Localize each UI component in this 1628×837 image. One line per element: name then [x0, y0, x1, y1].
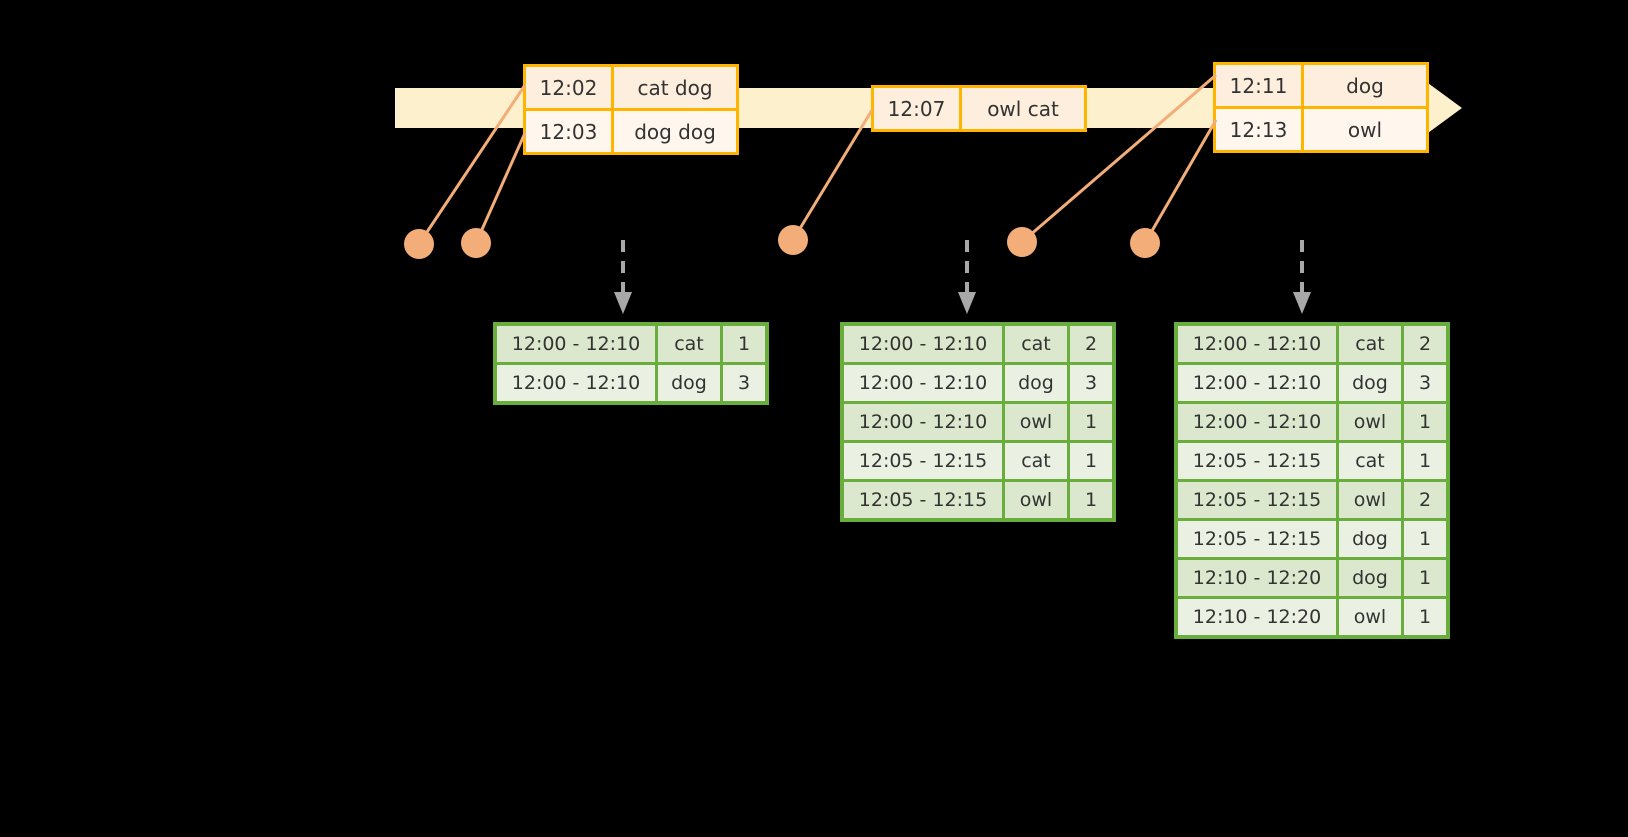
cell-key-value: owl: [1339, 599, 1401, 635]
connector-line-3: [791, 109, 874, 241]
cell-count-value: 1: [1404, 443, 1446, 479]
cell-window-value: 12:00 - 12:10: [1178, 404, 1336, 440]
cell-window-value: 12:00 - 12:10: [844, 365, 1002, 401]
event-words: cat dog: [637, 75, 713, 100]
cell-window-value: 12:05 - 12:15: [1178, 482, 1336, 518]
cell-window-value: 12:00 - 12:10: [1178, 326, 1336, 362]
cell-key-value: dog: [1339, 521, 1401, 557]
cell-key-value: owl: [1339, 404, 1401, 440]
cell-count-value: 2: [1070, 326, 1112, 362]
cell-window-value: 12:05 - 12:15: [844, 443, 1002, 479]
cell-count-value: 1: [723, 326, 765, 362]
cell-key-value: owl: [1005, 404, 1067, 440]
cell-count-value: 3: [1404, 365, 1446, 401]
cell-window-value: 12:00 - 12:10: [844, 326, 1002, 362]
cell-count-value: 2: [1404, 482, 1446, 518]
cell-count-value: 2: [1404, 326, 1446, 362]
cell-window-value: 12:10 - 12:20: [1178, 560, 1336, 596]
cell-count-value: 1: [1404, 404, 1446, 440]
event-marker-4[interactable]: [1007, 227, 1037, 257]
event-time: 12:02: [526, 67, 614, 108]
event-time: 12:03: [526, 111, 614, 152]
cell-key-value: cat: [1339, 443, 1401, 479]
cell-count-value: 1: [1070, 443, 1112, 479]
cell-key-value: dog: [1339, 560, 1401, 596]
cell-window-value: 12:00 - 12:10: [497, 326, 655, 362]
cell-key-value: owl: [1005, 482, 1067, 518]
cell-key-value: dog: [658, 365, 720, 401]
event-time: 12:07: [874, 88, 962, 129]
cell-count-value: 3: [1070, 365, 1112, 401]
cell-window-value: 12:10 - 12:20: [1178, 599, 1336, 635]
cell-count-value: 1: [1070, 482, 1112, 518]
connector-line-5: [1143, 119, 1218, 244]
cell-window-value: 12:05 - 12:15: [1178, 521, 1336, 557]
cell-key-value: dog: [1005, 365, 1067, 401]
event-box-3[interactable]: 12:11 dog 12:13 owl: [1213, 62, 1429, 153]
cell-key-value: owl: [1339, 482, 1401, 518]
cell-key-value: dog: [1339, 365, 1401, 401]
emit-arrow-1: [614, 240, 632, 314]
cell-window-value: 12:00 - 12:10: [1178, 365, 1336, 401]
event-row: 12:07 owl cat: [874, 88, 1084, 129]
event-row: 12:13 owl: [1216, 106, 1426, 150]
cell-count-value: 1: [1070, 404, 1112, 440]
event-time: 12:13: [1216, 109, 1304, 150]
cell-key-value: cat: [1005, 443, 1067, 479]
event-box-2[interactable]: 12:07 owl cat: [871, 85, 1087, 132]
cell-window-value: 12:00 - 12:10: [844, 404, 1002, 440]
event-words: owl cat: [987, 96, 1059, 121]
event-marker-5[interactable]: [1130, 228, 1160, 258]
event-words: dog: [1346, 73, 1384, 98]
cell-window-value: 12:05 - 12:15: [844, 482, 1002, 518]
event-words: owl: [1347, 117, 1383, 142]
cell-count-value: 1: [1404, 521, 1446, 557]
event-row: 12:03 dog dog: [526, 108, 736, 152]
cell-key-value: cat: [658, 326, 720, 362]
event-box-1[interactable]: 12:02 cat dog 12:03 dog dog: [523, 64, 739, 155]
connector-line-2: [474, 132, 527, 244]
cell-count-value: 1: [1404, 599, 1446, 635]
cell-count-value: 3: [723, 365, 765, 401]
cell-count-value: 1: [1404, 560, 1446, 596]
emit-arrow-3: [1293, 240, 1311, 314]
event-row: 12:02 cat dog: [526, 67, 736, 108]
event-words: dog dog: [634, 119, 716, 144]
cell-key-value: cat: [1005, 326, 1067, 362]
cell-key-value: cat: [1339, 326, 1401, 362]
cell-window-value: 12:05 - 12:15: [1178, 443, 1336, 479]
event-marker-3[interactable]: [778, 225, 808, 255]
event-time: 12:11: [1216, 65, 1304, 106]
cell-window-value: 12:00 - 12:10: [497, 365, 655, 401]
event-marker-1[interactable]: [404, 229, 434, 259]
event-row: 12:11 dog: [1216, 65, 1426, 106]
emit-arrow-2: [958, 240, 976, 314]
event-marker-2[interactable]: [461, 228, 491, 258]
